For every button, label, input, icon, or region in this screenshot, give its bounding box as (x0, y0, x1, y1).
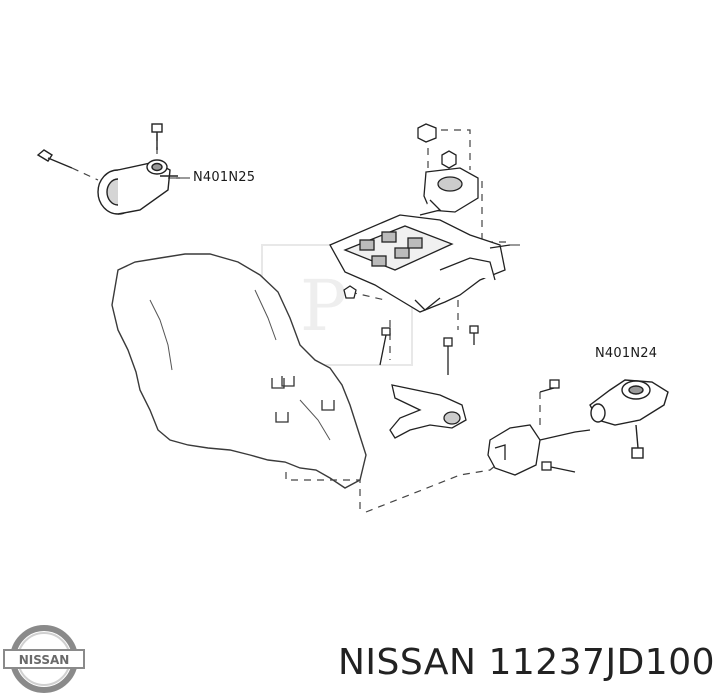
lower-mount-block (487, 379, 591, 476)
torque-arm (389, 384, 467, 439)
part-identifier: NISSAN 11237JD100 (338, 642, 715, 683)
nissan-logo-icon: NISSAN (3, 625, 85, 693)
svg-text:P: P (300, 265, 347, 347)
engine-mount-diagram: P (3, 123, 669, 693)
callout-side-mount: N401N24 (595, 346, 658, 361)
logo-text: NISSAN (19, 653, 70, 667)
part-brand: NISSAN (338, 642, 477, 683)
leader-lines (168, 177, 520, 246)
part-number: 11237JD100 (488, 642, 715, 683)
callout-rear-mount: N401N25 (193, 170, 256, 185)
transmission-bracket (329, 123, 511, 313)
rear-mount-n401n25 (36, 123, 178, 215)
engine-block (111, 253, 367, 489)
side-mount-n401n24 (589, 379, 669, 459)
engine-detail-line (149, 289, 331, 441)
center-bolts (343, 285, 479, 375)
engine-brackets (271, 376, 335, 423)
